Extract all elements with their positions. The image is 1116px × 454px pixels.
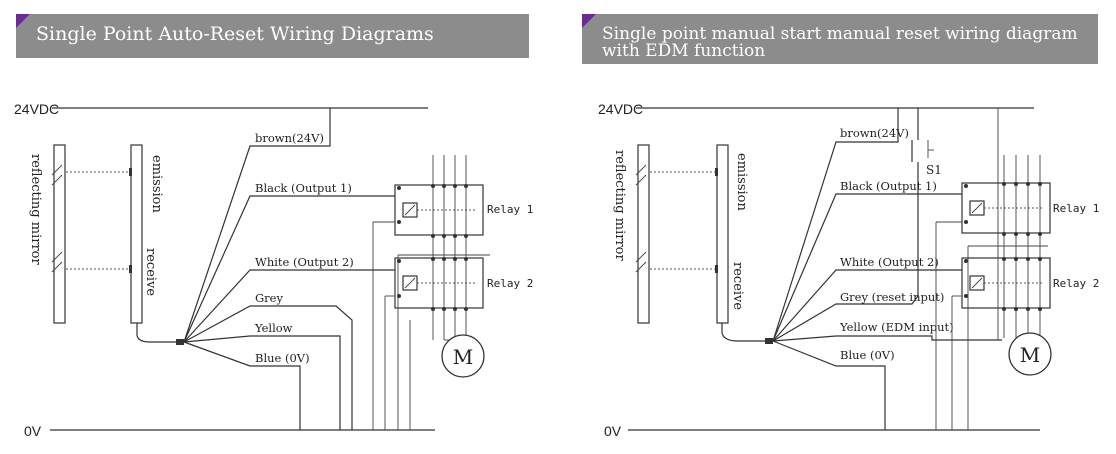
left-wire-white-label: White (Output 2) bbox=[255, 255, 354, 269]
left-mirror-label: reflecting mirror bbox=[28, 154, 43, 266]
left-wire-brown-label: brown(24V) bbox=[255, 131, 324, 145]
right-wires bbox=[772, 108, 1002, 430]
left-rail-0v-label: 0V bbox=[24, 423, 42, 439]
right-title-line1: Single point manual start manual reset w… bbox=[602, 24, 1078, 44]
left-motor bbox=[441, 334, 485, 378]
right-wire-blue-label: Blue (0V) bbox=[840, 348, 895, 362]
left-mirror bbox=[53, 144, 66, 324]
right-title-line2: with EDM function bbox=[602, 41, 766, 61]
right-title: Single point manual start manual reset w… bbox=[602, 26, 1078, 60]
right-emission-label: emission bbox=[734, 153, 749, 212]
left-wire-grey-label: Grey bbox=[255, 291, 283, 305]
left-relay2-label: Relay 2 bbox=[487, 277, 533, 290]
right-wire-yellow-label: Yellow (EDM input) bbox=[839, 320, 954, 334]
right-cable-connector bbox=[765, 338, 773, 344]
right-mirror-label: reflecting mirror bbox=[612, 150, 627, 262]
right-mirror-hatch bbox=[635, 164, 647, 273]
right-title-banner: Single point manual start manual reset w… bbox=[582, 14, 1098, 64]
left-title-banner: Single Point Auto-Reset Wiring Diagrams bbox=[16, 14, 529, 58]
right-switch-s1 bbox=[911, 108, 934, 296]
banner-corner-triangle bbox=[16, 14, 30, 28]
left-wire-yellow-label: Yellow bbox=[254, 321, 293, 335]
left-contact-dots bbox=[397, 184, 468, 311]
right-receiver-lens bbox=[715, 265, 718, 273]
right-relay2-box bbox=[961, 257, 1051, 309]
right-receive-label: receive bbox=[730, 262, 745, 310]
left-sensor bbox=[130, 144, 143, 324]
left-diagram: 24VDC 0V reflecting mirror emission rece… bbox=[14, 101, 533, 439]
right-motor bbox=[1008, 332, 1052, 376]
left-sensor-cable bbox=[136, 323, 176, 343]
left-rail-24v-label: 24VDC bbox=[14, 101, 59, 117]
left-motor-label: M bbox=[453, 345, 473, 369]
right-relay2-label: Relay 2 bbox=[1053, 277, 1099, 290]
right-relay1-label: Relay 1 bbox=[1053, 202, 1099, 215]
left-mirror-hatch bbox=[51, 164, 63, 273]
right-diagram: 24VDC 0V reflecting mirror emission rece… bbox=[598, 101, 1099, 439]
right-motor-label: M bbox=[1020, 343, 1040, 367]
right-switch-label: S1 bbox=[926, 163, 942, 177]
right-rail-0v-label: 0V bbox=[604, 423, 622, 439]
right-sensor bbox=[716, 144, 729, 324]
left-relay1-box bbox=[394, 184, 484, 236]
banner-corner-triangle bbox=[582, 14, 596, 28]
right-mirror bbox=[637, 144, 650, 324]
left-relay1-label: Relay 1 bbox=[487, 203, 533, 216]
left-emission-label: emission bbox=[149, 155, 164, 214]
left-emitter-lens bbox=[129, 168, 132, 176]
right-return-lines bbox=[935, 108, 1048, 430]
left-wires bbox=[183, 108, 395, 430]
left-wire-black-label: Black (Output 1) bbox=[255, 181, 352, 195]
left-receiver-lens bbox=[129, 265, 132, 273]
right-sensor-cable bbox=[721, 323, 765, 342]
right-emitter-lens bbox=[715, 168, 718, 176]
right-wire-grey-label: Grey (reset input) bbox=[840, 290, 944, 304]
right-contact-dots bbox=[964, 182, 1042, 311]
left-receive-label: receive bbox=[143, 248, 158, 296]
left-wire-blue-label: Blue (0V) bbox=[255, 351, 310, 365]
left-relay2-box bbox=[394, 257, 484, 309]
left-cable-connector bbox=[176, 339, 184, 345]
left-title: Single Point Auto-Reset Wiring Diagrams bbox=[36, 23, 434, 45]
right-relay1-box bbox=[961, 182, 1051, 234]
right-wire-brown-label: brown(24V) bbox=[840, 126, 909, 140]
right-wire-white-label: White (Output 2) bbox=[840, 255, 939, 269]
right-rail-24v-label: 24VDC bbox=[598, 101, 643, 117]
right-wire-black-label: Black (Output 1) bbox=[840, 179, 937, 193]
